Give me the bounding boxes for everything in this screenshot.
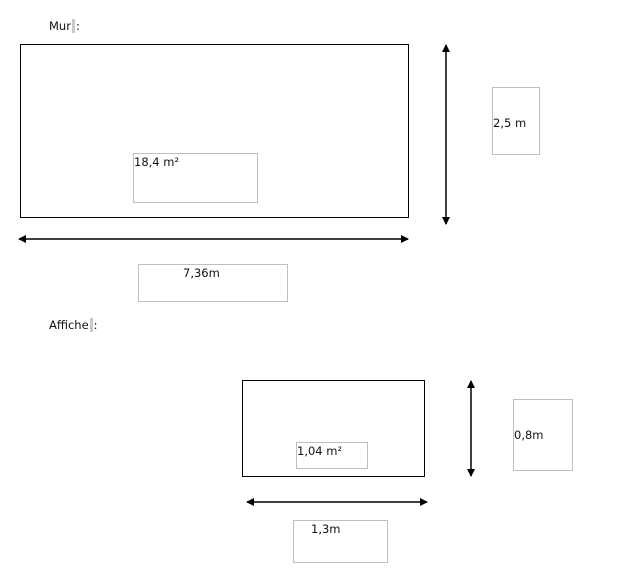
- wall-heading-text: Mur: [49, 19, 71, 33]
- poster-height-label: 0,8m: [514, 428, 544, 442]
- wall-heading: Mur:: [49, 19, 80, 33]
- wall-width-textbox[interactable]: 7,36m: [138, 264, 288, 302]
- poster-height-textbox[interactable]: 0,8m: [513, 399, 573, 471]
- wall-height-label: 2,5 m: [493, 116, 527, 130]
- text-cursor: [89, 318, 93, 332]
- poster-area-textbox[interactable]: 1,04 m²: [296, 442, 368, 469]
- poster-heading-colon: :: [93, 318, 98, 332]
- poster-area-label: 1,04 m²: [297, 444, 343, 458]
- poster-width-textbox[interactable]: 1,3m: [293, 520, 388, 563]
- poster-heading: Affiche:: [49, 318, 98, 332]
- wall-area-textbox[interactable]: 18,4 m²: [133, 153, 258, 203]
- wall-width-label: 7,36m: [183, 266, 220, 280]
- poster-width-label: 1,3m: [311, 522, 341, 536]
- wall-height-textbox[interactable]: 2,5 m: [492, 87, 540, 155]
- wall-area-label: 18,4 m²: [134, 155, 180, 169]
- wall-heading-colon: :: [75, 19, 80, 33]
- text-cursor: [71, 19, 75, 33]
- poster-heading-text: Affiche: [49, 318, 89, 332]
- wall-rectangle: [20, 44, 409, 218]
- poster-rectangle: [242, 380, 425, 477]
